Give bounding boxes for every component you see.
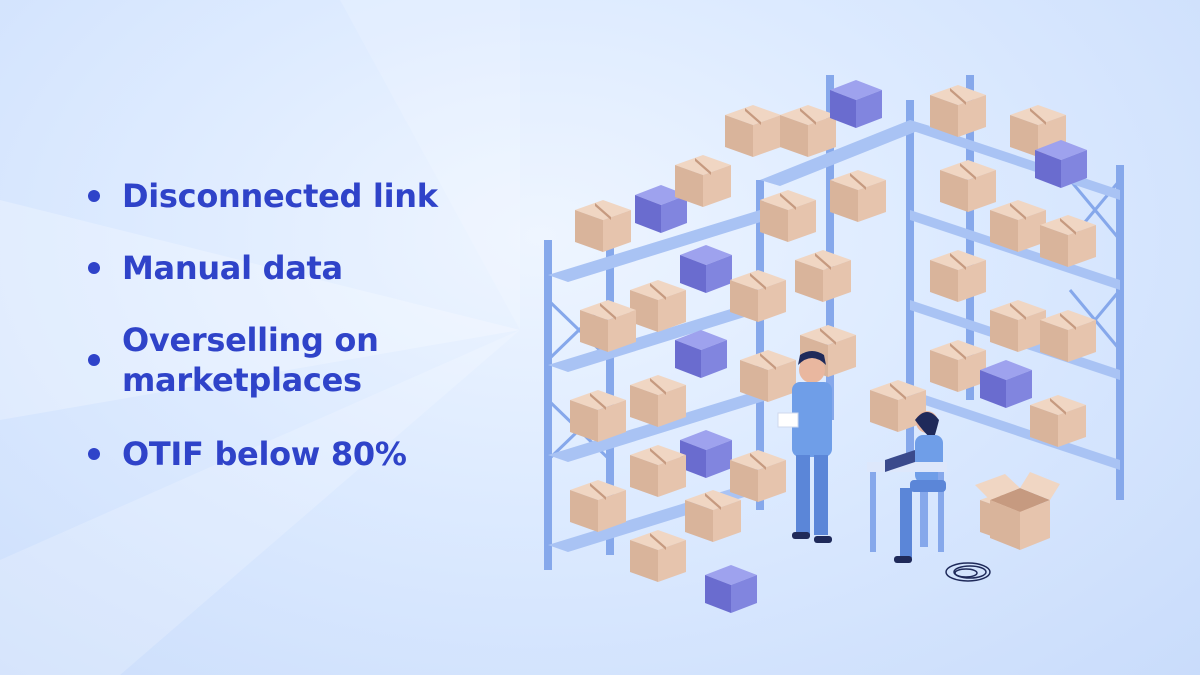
warehouse-illustration-icon [544,75,1124,613]
worker-standing [777,351,832,543]
bullet-list: Disconnected link Manual data Oversellin… [88,176,508,506]
list-item: OTIF below 80% [88,434,508,474]
bullet-text: Overselling on marketplaces [122,320,379,400]
bullet-dot [88,190,100,202]
bullet-dot [88,448,100,460]
bullet-text: Disconnected link [122,177,438,215]
cable-coil [945,562,991,582]
bullet-text: Manual data [122,249,343,287]
bullet-text-line: marketplaces [122,361,362,399]
list-item: Overselling on marketplaces [88,320,508,400]
bullet-text-line: Overselling on [122,321,379,359]
list-item: Disconnected link [88,176,508,216]
list-item: Manual data [88,248,508,288]
bullet-dot [88,262,100,274]
bullet-dot [88,354,100,366]
open-box [975,472,1060,550]
worker-seated [867,411,947,563]
bullet-text: OTIF below 80% [122,435,407,473]
